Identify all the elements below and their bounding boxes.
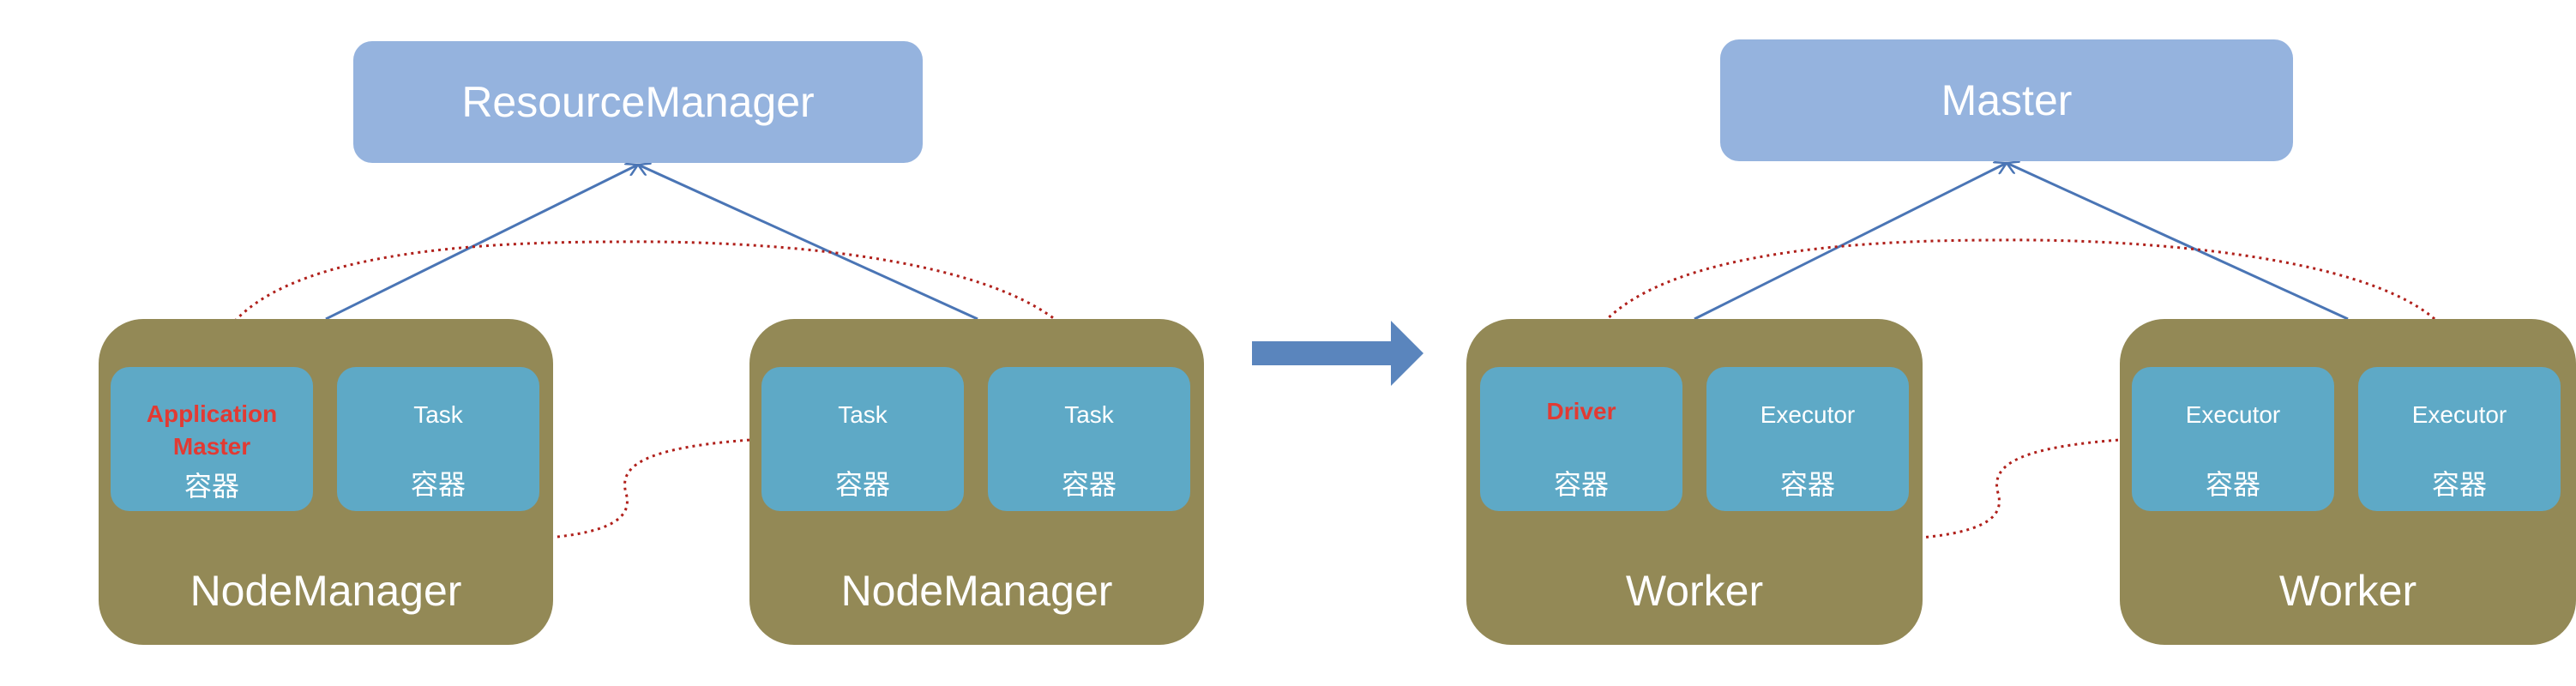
driver-title: Driver bbox=[1546, 398, 1616, 424]
task-title: Task bbox=[413, 401, 463, 428]
task-container: Task 容器 bbox=[988, 367, 1190, 511]
executor-title: Executor bbox=[2411, 401, 2507, 428]
container-label: 容器 bbox=[1061, 469, 1116, 500]
container-label: 容器 bbox=[410, 469, 466, 500]
right-arrow-icon bbox=[1252, 321, 1423, 386]
application-master-container: Application Master 容器 bbox=[111, 367, 313, 511]
container-label: 容器 bbox=[2431, 469, 2487, 500]
driver-container: Driver 容器 bbox=[1480, 367, 1682, 511]
executor-container: Executor 容器 bbox=[1706, 367, 1909, 511]
executor-container: Executor 容器 bbox=[2358, 367, 2561, 511]
dotted-arrow-left-top bbox=[213, 240, 1092, 366]
container-label: 容器 bbox=[184, 471, 239, 502]
application-master-title-line-1: Application bbox=[146, 400, 278, 427]
task-title: Task bbox=[838, 401, 888, 428]
executor-container: Executor 容器 bbox=[2132, 367, 2334, 511]
executor-title: Executor bbox=[1760, 401, 1856, 428]
application-master-title: Application Master bbox=[111, 398, 313, 463]
worker-label: Worker bbox=[2278, 567, 2417, 615]
master-box: Master bbox=[1720, 39, 2293, 161]
connector-line-left-1 bbox=[325, 165, 638, 321]
master-label: Master bbox=[1941, 76, 2073, 124]
worker-right-2: Executor 容器 Executor 容器 Worker bbox=[2120, 319, 2576, 645]
dotted-arrow-right-top bbox=[1581, 238, 2463, 366]
node-manager-label: NodeManager bbox=[840, 567, 1113, 615]
worker-right-1: Driver 容器 Executor 容器 Worker bbox=[1466, 319, 1923, 645]
dotted-arrow-left-bottom bbox=[213, 437, 764, 542]
container-label: 容器 bbox=[834, 469, 890, 500]
container-label: 容器 bbox=[2205, 469, 2260, 500]
task-title: Task bbox=[1064, 401, 1114, 428]
application-master-title-line-2: Master bbox=[172, 433, 251, 460]
connector-line-left-2 bbox=[638, 165, 978, 321]
dotted-arrow-right-bottom bbox=[1581, 437, 2133, 542]
connector-line-right-2 bbox=[2007, 163, 2349, 321]
task-container: Task 容器 bbox=[761, 367, 964, 511]
container-label: 容器 bbox=[1779, 469, 1835, 500]
worker-label: Worker bbox=[1625, 567, 1764, 615]
executor-title: Executor bbox=[2185, 401, 2281, 428]
node-manager-left-2: Task 容器 Task 容器 NodeManager bbox=[749, 319, 1204, 645]
task-container: Task 容器 bbox=[337, 367, 539, 511]
node-manager-label: NodeManager bbox=[190, 567, 462, 615]
resource-manager-label: ResourceManager bbox=[461, 78, 815, 126]
resource-manager-box: ResourceManager bbox=[353, 41, 923, 163]
container-label: 容器 bbox=[1553, 469, 1609, 500]
connector-line-right-1 bbox=[1694, 163, 2007, 321]
node-manager-left-1: Application Master 容器 Task 容器 NodeManage… bbox=[99, 319, 553, 645]
